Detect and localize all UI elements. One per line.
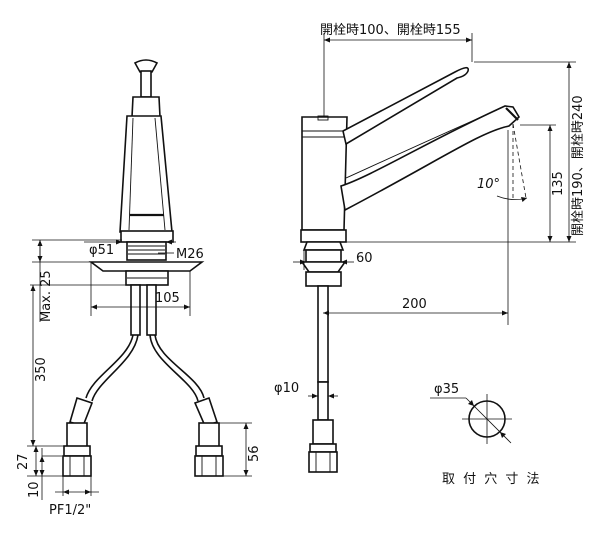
right-height-label: 開栓時190、開栓時240 [571,95,586,236]
dim-200-label: 200 [402,297,427,312]
side-view [300,66,521,473]
max-25-label: Max. 25 [39,270,54,322]
front-view [62,59,224,477]
dim-60-label: 60 [356,251,373,266]
mounting-hole-diagram: φ35 取 付 穴 寸 法 [430,382,542,487]
dim-56-label: 56 [247,445,262,462]
hole-caption: 取 付 穴 寸 法 [442,472,542,487]
dim-350-label: 350 [34,357,49,382]
dia-10-label: φ10 [274,381,299,396]
dia-51-label: φ51 [89,243,114,258]
side-dimensions: 開栓時100、開栓時155 開栓時190、開栓時240 135 10° 60 2… [274,23,586,399]
dim-27-label: 27 [16,453,31,470]
dim-10-bottom-label: 10 [27,481,42,498]
dia-35-label: φ35 [434,382,459,397]
dim-135-label: 135 [551,171,566,196]
angle-10-label: 10° [477,177,500,192]
thread-m26-label: M26 [176,247,204,262]
front-dimensions: φ51 M26 Max. 25 105 350 27 [16,239,262,518]
pf-thread-label: PF1/2" [49,503,91,518]
dim-105-label: 105 [155,291,180,306]
top-width-label: 開栓時100、開栓時155 [320,23,461,38]
